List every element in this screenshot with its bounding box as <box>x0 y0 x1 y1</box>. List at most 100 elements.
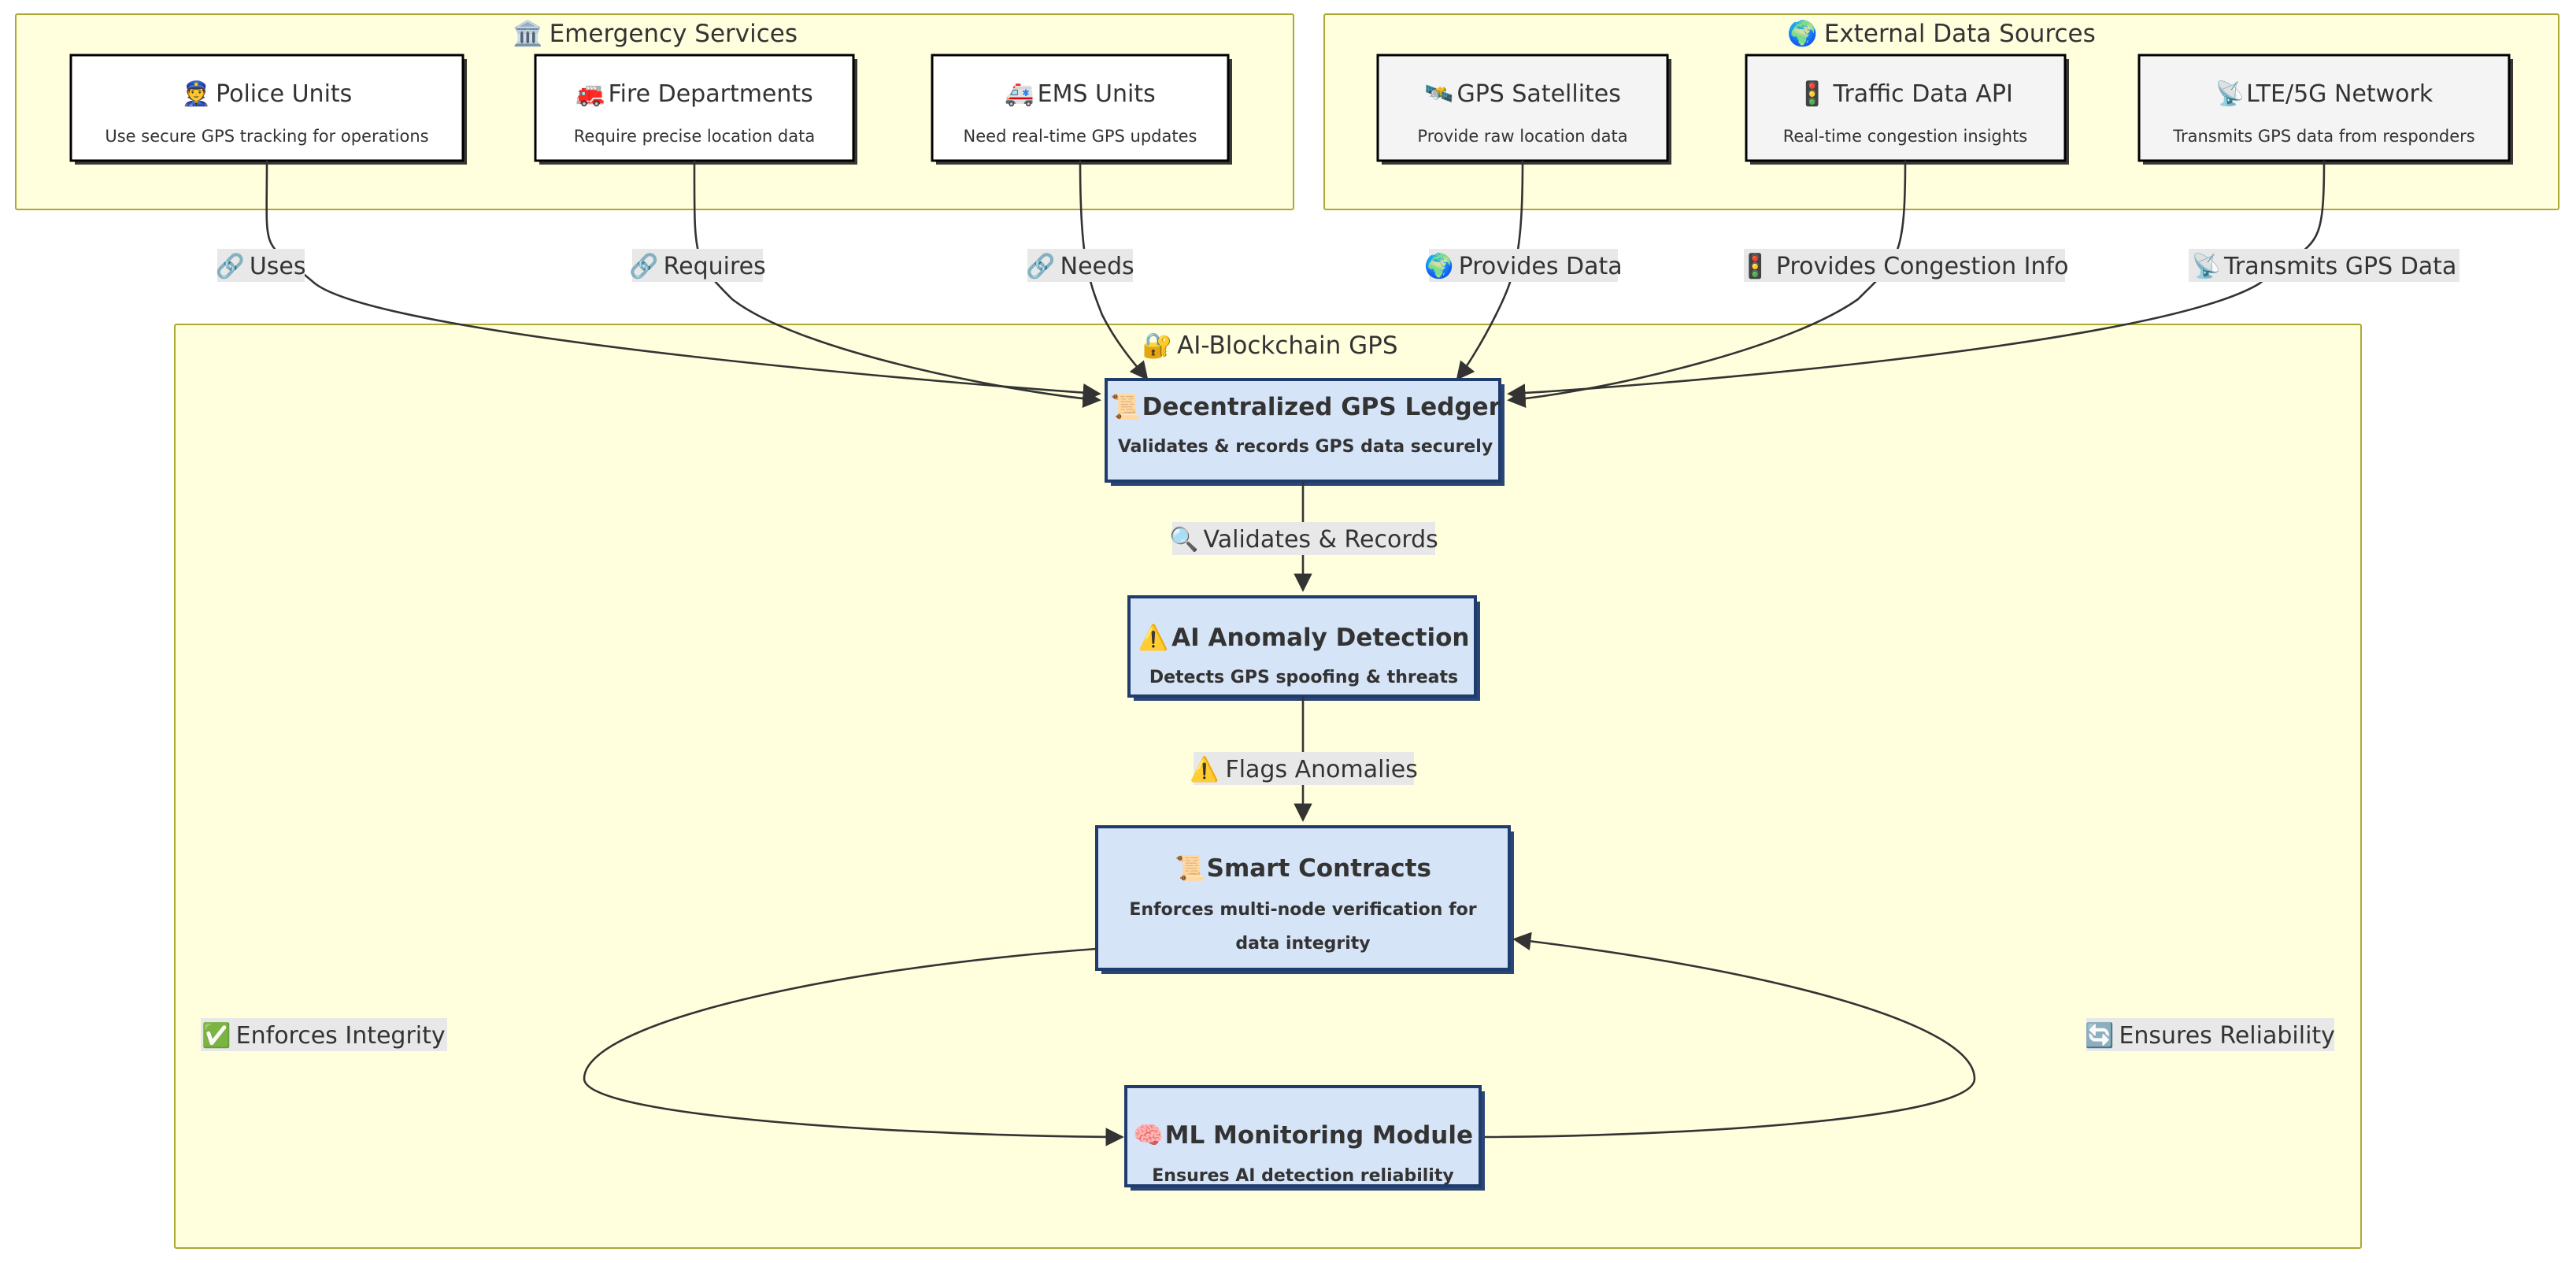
edge-label-requires-text: 🔗Requires <box>629 251 765 280</box>
link-icon: 🔗 <box>1026 251 1055 280</box>
node-ml-title: 🧠ML Monitoring Module <box>1133 1121 1473 1150</box>
edge-label-provides-congestion-text: 🚦Provides Congestion Info <box>1741 252 2069 280</box>
node-ems-title: 🚑EMS Units <box>1005 80 1155 108</box>
edge-label-provides-congestion-bg <box>1744 249 2065 282</box>
edge-label-enforces-integrity: ✅Enforces Integrity <box>201 1018 447 1051</box>
edge-label-uses-bg <box>217 249 305 282</box>
node-ledger-subtitle: Validates & records GPS data securely <box>1118 437 1493 457</box>
edge-label-transmits-gps-bg <box>2189 249 2459 282</box>
node-ledger-rect[interactable] <box>1105 378 1501 483</box>
node-police-units[interactable]: 👮Police Units Use secure GPS tracking fo… <box>69 54 467 165</box>
edge-label-needs-text: 🔗Needs <box>1026 251 1134 280</box>
edge-label-flags-anomalies: ⚠️Flags Anomalies <box>1190 752 1418 785</box>
node-gps-satellites[interactable]: 🛰️GPS Satellites Provide raw location da… <box>1376 54 1671 165</box>
scroll-icon: 📜 <box>1110 393 1141 421</box>
node-decentralized-gps-ledger[interactable]: 📜Decentralized GPS Ledger Validates & re… <box>1105 378 1505 486</box>
node-traffic-title: 🚦Traffic Data API <box>1797 80 2013 108</box>
node-contracts-subtitle-line1: Enforces multi-node verification for <box>1129 900 1476 920</box>
node-traffic-subtitle: Real-time congestion insights <box>1783 127 2028 146</box>
edge-label-ensures-text: 🔄Ensures Reliability <box>2085 1021 2335 1050</box>
link-icon: 🔗 <box>215 251 244 280</box>
cluster-external-label: 🌍External Data Sources <box>1787 19 2096 48</box>
magnifier-icon: 🔍 <box>1169 524 1198 554</box>
node-traffic-rect[interactable] <box>1745 54 2067 162</box>
cluster-core-label: 🔐AI-Blockchain GPS <box>1142 331 1397 360</box>
node-fire-departments[interactable]: 🚒Fire Departments Require precise locati… <box>534 54 857 165</box>
bank-icon: 🏛️ <box>513 19 543 48</box>
edge-label-ensures-reliability: 🔄Ensures Reliability <box>2085 1018 2335 1051</box>
node-gps-title: 🛰️GPS Satellites <box>1424 80 1621 108</box>
traffic-light-icon: 🚦 <box>1741 252 1770 280</box>
node-lte-subtitle: Transmits GPS data from responders <box>2172 127 2474 146</box>
edge-contracts-to-ml <box>583 947 1124 1146</box>
node-police-rect[interactable] <box>69 54 464 162</box>
edge-label-provides-congestion: 🚦Provides Congestion Info <box>1741 249 2069 282</box>
node-gps-subtitle: Provide raw location data <box>1417 127 1627 146</box>
node-fire-rect[interactable] <box>534 54 855 162</box>
edge-lte-to-ledger <box>1507 160 2326 402</box>
cluster-core-rect <box>174 324 2362 1249</box>
edge-label-ensures-bg <box>2086 1018 2334 1051</box>
node-gps-rect[interactable] <box>1376 54 1669 162</box>
node-ai-anomaly-detection[interactable]: ⚠️AI Anomaly Detection Detects GPS spoof… <box>1127 595 1480 701</box>
ambulance-icon: 🚑 <box>1005 80 1034 108</box>
edge-label-transmits-gps-text: 📡Transmits GPS Data <box>2192 250 2457 280</box>
node-fire-subtitle: Require precise location data <box>574 127 815 146</box>
node-ml-rect[interactable] <box>1124 1085 1482 1187</box>
edge-label-needs: 🔗Needs <box>1026 249 1134 282</box>
edge-label-uses-text: 🔗Uses <box>215 251 305 280</box>
node-anomaly-subtitle: Detects GPS spoofing & threats <box>1149 668 1458 687</box>
node-anomaly-title: ⚠️AI Anomaly Detection <box>1138 623 1470 652</box>
edge-fire-to-ledger <box>693 160 1101 409</box>
edge-label-enforces-text: ✅Enforces Integrity <box>202 1021 445 1050</box>
edge-label-enforces-bg <box>201 1018 447 1051</box>
satellite-icon: 🛰️ <box>1424 80 1453 108</box>
node-ledger-title: 📜Decentralized GPS Ledger <box>1110 393 1501 421</box>
edge-label-transmits-gps: 📡Transmits GPS Data <box>2189 249 2459 282</box>
edge-label-provides-data: 🌍Provides Data <box>1424 249 1623 282</box>
node-ems-subtitle: Need real-time GPS updates <box>964 127 1197 146</box>
edge-label-validates-text: 🔍Validates & Records <box>1169 524 1438 554</box>
cluster-emergency-label: 🏛️Emergency Services <box>513 19 798 48</box>
fire-engine-icon: 🚒 <box>576 80 605 108</box>
satellite-antenna-icon: 📡 <box>2215 78 2245 108</box>
node-contracts-title: 📜Smart Contracts <box>1175 854 1431 883</box>
node-ml-subtitle: Ensures AI detection reliability <box>1152 1166 1453 1186</box>
police-officer-icon: 👮 <box>182 79 211 108</box>
edge-label-flags-text: ⚠️Flags Anomalies <box>1190 755 1418 783</box>
link-icon: 🔗 <box>629 251 658 280</box>
globe-icon: 🌍 <box>1787 19 1818 48</box>
edge-ml-to-contracts <box>1484 932 1976 1139</box>
edge-label-provides-data-text: 🌍Provides Data <box>1424 252 1622 280</box>
edge-label-validates-records: 🔍Validates & Records <box>1169 522 1438 555</box>
edge-gps-to-ledger <box>1456 160 1524 381</box>
node-lte-rect[interactable] <box>2137 54 2511 162</box>
refresh-icon: 🔄 <box>2085 1021 2114 1050</box>
edge-ems-to-ledger <box>1079 160 1149 381</box>
node-smart-contracts[interactable]: 📜Smart Contracts Enforces multi-node ver… <box>1095 825 1514 974</box>
node-ml-monitoring-module[interactable]: 🧠ML Monitoring Module Ensures AI detecti… <box>1124 1085 1485 1191</box>
warning-icon: ⚠️ <box>1138 623 1169 652</box>
node-police-title: 👮Police Units <box>182 79 353 108</box>
node-lte-title: 📡LTE/5G Network <box>2215 78 2434 108</box>
node-lte-5g-network[interactable]: 📡LTE/5G Network Transmits GPS data from … <box>2137 54 2513 165</box>
brain-icon: 🧠 <box>1133 1121 1164 1150</box>
satellite-antenna-icon: 📡 <box>2192 250 2221 280</box>
node-fire-title: 🚒Fire Departments <box>576 80 813 108</box>
globe-icon: 🌍 <box>1424 252 1453 280</box>
node-contracts-rect[interactable] <box>1095 825 1511 971</box>
node-traffic-data-api[interactable]: 🚦Traffic Data API Real-time congestion i… <box>1745 54 2069 165</box>
check-mark-icon: ✅ <box>202 1021 231 1050</box>
node-police-subtitle: Use secure GPS tracking for operations <box>105 127 428 146</box>
edge-group-inbound <box>265 160 2326 409</box>
node-ems-units[interactable]: 🚑EMS Units Need real-time GPS updates <box>931 54 1232 165</box>
edge-label-uses: 🔗Uses <box>215 249 306 282</box>
cluster-ai-blockchain-gps: 🔐AI-Blockchain GPS <box>174 324 2362 1249</box>
node-contracts-subtitle-line2: data integrity <box>1235 934 1370 954</box>
lock-key-icon: 🔐 <box>1142 331 1172 360</box>
node-ems-rect[interactable] <box>931 54 1230 162</box>
edge-label-provides-data-bg <box>1429 249 1618 282</box>
edge-label-requires-bg <box>632 249 763 282</box>
warning-icon: ⚠️ <box>1190 755 1219 783</box>
